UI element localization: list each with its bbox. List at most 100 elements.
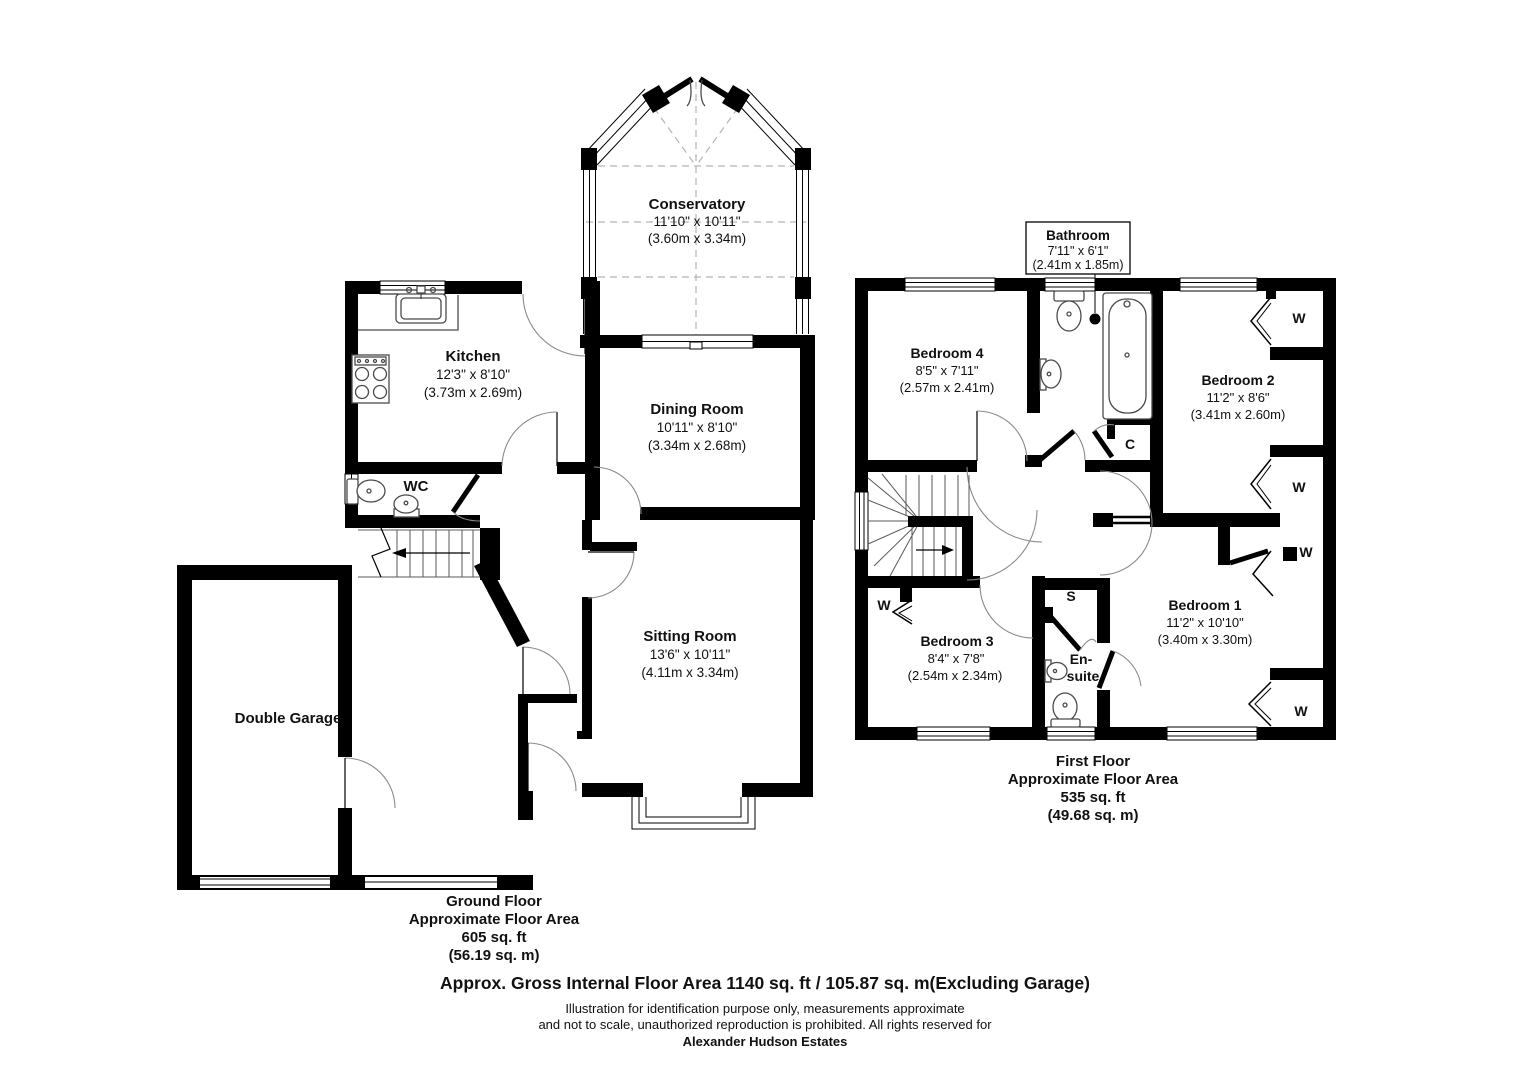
bedroom2-dims-m: (3.41m x 2.60m) [1191,407,1286,422]
wc-sink-icon [393,494,420,518]
footer: Approx. Gross Internal Floor Area 1140 s… [440,973,1090,1049]
ensuite-door [1096,650,1142,689]
ground-caption-subtitle: Approximate Floor Area [409,911,580,928]
storage-label: S [1066,588,1075,604]
hall-inner-door [522,646,571,695]
kitchen-label: Kitchen [445,348,500,365]
stair-direction-arrow [392,548,470,558]
bay-window [631,797,756,830]
wc-toilet-icon [346,478,386,505]
bedroom4-dims-m: (2.57m x 2.41m) [900,380,995,395]
bath-icon [1102,292,1153,420]
first-floor-interior-walls [868,291,1280,727]
wc-door [450,473,481,522]
ground-caption-title: Ground Floor [446,893,542,910]
bedroom1-dims-m: (3.40m x 3.30m) [1158,632,1253,647]
first-floor-stairs [867,473,973,577]
dining-room: Dining Room 10'11" x 8'10" (3.34m x 2.68… [585,335,815,520]
kitchen-counter [358,295,459,331]
conservatory-dims-m: (3.60m x 3.34m) [648,231,746,246]
dining-dims-ft: 10'11" x 8'10" [657,420,738,435]
garage-door-opening [200,877,330,888]
bathroom-room: Bathroom 7'11" x 6'1" (2.41m x 1.85m) [1025,221,1153,420]
sitting-room-door [587,551,635,599]
bedroom3-dims-ft: 8'4" x 7'8" [928,651,985,666]
dining-door [593,466,642,515]
conservatory-dims-ft: 11'10" x 10'11" [653,214,740,229]
landing-door-swing-b [966,509,1038,581]
first-caption-area-m: (49.68 sq. m) [1048,807,1139,824]
conservatory-room: Conservatory 11'10" x 10'11" (3.60m x 3.… [581,76,811,336]
bathroom-dims-m: (2.41m x 1.85m) [1032,258,1123,272]
first-floor-caption: First Floor Approximate Floor Area 535 s… [1008,753,1179,824]
bedroom1-labels: Bedroom 1 11'2" x 10'10" (3.40m x 3.30m) [1158,597,1253,647]
ground-stairs [358,527,500,580]
bathroom-dims-ft: 7'11" x 6'1" [1048,244,1109,258]
bathroom-leader [1089,272,1101,325]
dining-dims-m: (3.34m x 2.68m) [648,438,746,453]
sitting-room-walls [577,520,813,797]
sitting-room-dims-ft: 13'6" x 10'11" [650,647,731,662]
wardrobe-label: W [1299,544,1313,560]
first-stairs-arrow [916,545,954,555]
bedroom1-label: Bedroom 1 [1168,597,1241,613]
sitting-room-label: Sitting Room [643,628,736,645]
storage-closet: S [1045,588,1097,652]
dining-label: Dining Room [650,401,743,418]
kitchen-dims-ft: 12'3" x 8'10" [436,367,510,382]
first-floor: Bathroom 7'11" x 6'1" (2.41m x 1.85m) [854,221,1336,824]
bedroom1-dims-ft: 11'2" x 10'10" [1166,615,1244,630]
bedroom4-labels: Bedroom 4 8'5" x 7'11" (2.57m x 2.41m) [900,345,995,395]
cupboard-door [1091,424,1115,459]
ensuite-room: En- suite [1044,650,1142,728]
bathroom-toilet-icon [1053,290,1085,332]
porch-opening [365,877,497,888]
dining-top-wall [580,334,815,350]
front-door [527,742,577,792]
bathroom-label: Bathroom [1046,228,1110,243]
bedroom2-labels: Bedroom 2 11'2" x 8'6" (3.41m x 2.60m) [1191,372,1286,422]
bedroom4-dims-ft: 8'5" x 7'11" [915,363,978,378]
ground-floor: Conservatory 11'10" x 10'11" (3.60m x 3.… [177,76,815,964]
bedroom2-wardrobe-top: W [1250,291,1323,360]
first-floor-windows [854,277,1258,741]
garage-hall-door [344,757,396,809]
bedroom4-label: Bedroom 4 [910,345,983,361]
stair-break-line [371,527,391,578]
footer-gross-area: Approx. Gross Internal Floor Area 1140 s… [440,973,1090,993]
conservatory-windows [583,88,809,334]
wardrobe-label: W [1294,703,1308,719]
footer-agency-name: Alexander Hudson Estates [683,1034,848,1049]
double-garage-label: Double Garage [235,710,342,727]
kitchen-dims-m: (3.73m x 2.69m) [424,385,522,400]
bedroom2-dims-ft: 11'2" x 8'6" [1206,390,1269,405]
footer-disclaimer-1: Illustration for identification purpose … [565,1001,964,1016]
bedroom1-door-swing [1099,470,1153,576]
ground-caption-area-m: (56.19 sq. m) [449,947,540,964]
landing-door-swing-a [966,466,1043,543]
bathroom-door [1038,429,1086,462]
bedroom4-door [976,410,1028,462]
angled-wall [474,560,530,647]
wc-room: WC [344,473,481,528]
bedroom2-wardrobe-bottom: W [1250,445,1323,510]
bedroom3-dims-m: (2.54m x 2.34m) [908,668,1003,683]
cupboard-label: C [1125,436,1135,452]
bedroom1-wardrobe-top: W [1218,527,1313,597]
bedroom3-label: Bedroom 3 [920,633,993,649]
wardrobe-label: W [1292,479,1306,495]
wc-label: WC [404,478,429,495]
entrance-hall [474,560,577,820]
conservatory-walls [581,76,811,299]
conservatory-roof-dashes [586,82,806,336]
bathroom-sink-icon [1039,358,1062,391]
bedroom3-wardrobe: W [877,588,913,625]
bathroom-label-box: Bathroom 7'11" x 6'1" (2.41m x 1.85m) [1025,221,1131,275]
first-caption-area-ft: 535 sq. ft [1060,789,1125,806]
bedroom1-threshold [1113,515,1150,525]
garage-walls [177,565,533,890]
double-garage-room: Double Garage [177,565,533,890]
ensuite-sink-icon [1044,659,1068,683]
bedroom3-labels: Bedroom 3 8'4" x 7'8" (2.54m x 2.34m) [908,633,1003,683]
